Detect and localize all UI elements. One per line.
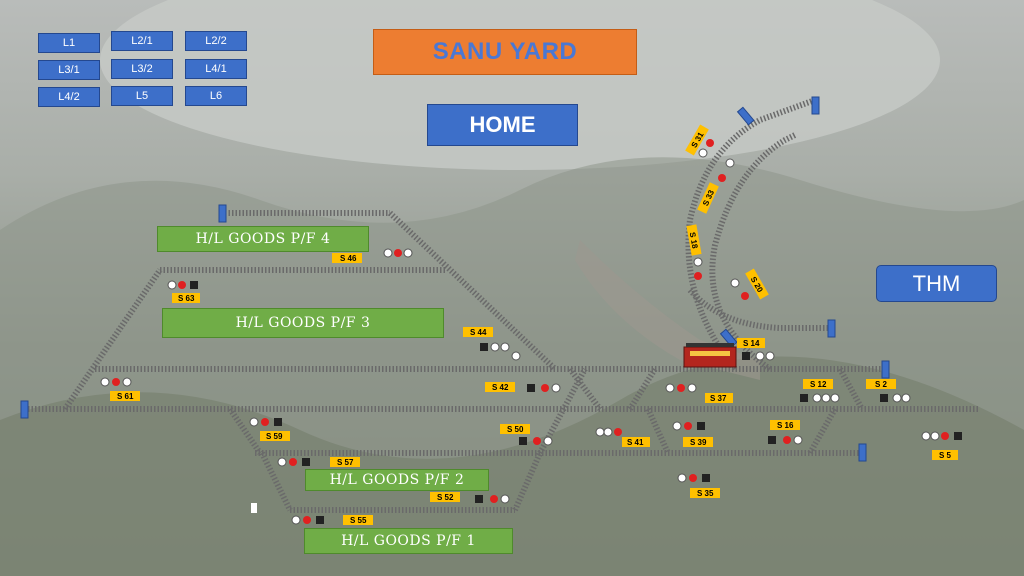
nav-button-l2-2[interactable]: L2/2 xyxy=(185,31,247,51)
signal-s44[interactable]: S 44 xyxy=(463,327,521,361)
nav-button-l3-1[interactable]: L3/1 xyxy=(38,60,100,80)
platform-1: H/L GOODS P/F 1 xyxy=(304,528,513,554)
nav-button-l2-1[interactable]: L2/1 xyxy=(111,31,173,51)
signal-s2[interactable]: S 2 xyxy=(866,379,911,403)
platform-3: H/L GOODS P/F 3 xyxy=(162,308,444,338)
nav-button-l4-2[interactable]: L4/2 xyxy=(38,87,100,107)
locomotive xyxy=(683,343,737,368)
svg-text:S 55: S 55 xyxy=(350,516,367,525)
signal-s41[interactable]: S 41 xyxy=(595,427,650,447)
signal-s61[interactable]: S 61 xyxy=(100,377,140,401)
nav-button-l1[interactable]: L1 xyxy=(38,33,100,53)
svg-text:S 57: S 57 xyxy=(337,458,354,467)
nav-button-l3-2[interactable]: L3/2 xyxy=(111,59,173,79)
signal-s31[interactable]: S 31 xyxy=(685,124,714,158)
signal-s59[interactable]: S 59 xyxy=(249,417,290,441)
platform-2: H/L GOODS P/F 2 xyxy=(305,469,489,491)
svg-text:S 18: S 18 xyxy=(688,231,700,249)
svg-text:S 5: S 5 xyxy=(939,451,952,460)
signal-s37[interactable]: S 37 xyxy=(665,383,733,403)
svg-text:S 63: S 63 xyxy=(178,294,195,303)
nav-button-l5[interactable]: L5 xyxy=(111,86,173,106)
svg-text:S 35: S 35 xyxy=(697,489,714,498)
svg-text:S 44: S 44 xyxy=(470,328,487,337)
signal-s35[interactable]: S 35 xyxy=(677,473,720,498)
svg-text:S 37: S 37 xyxy=(710,394,727,403)
signal-s39[interactable]: S 39 xyxy=(672,421,713,447)
svg-text:S 2: S 2 xyxy=(875,380,888,389)
thm-button[interactable]: THM xyxy=(876,265,997,302)
signal-s57[interactable]: S 57 xyxy=(277,457,360,467)
signal-s63[interactable]: S 63 xyxy=(167,280,200,303)
home-button[interactable]: HOME xyxy=(427,104,578,146)
svg-text:S 52: S 52 xyxy=(437,493,454,502)
platform-4: H/L GOODS P/F 4 xyxy=(157,226,369,252)
signal-s20[interactable]: S 20 xyxy=(730,268,769,300)
svg-text:S 42: S 42 xyxy=(492,383,509,392)
signal-s33[interactable]: S 33 xyxy=(697,158,735,214)
svg-text:S 12: S 12 xyxy=(810,380,827,389)
signal-s12[interactable]: S 12 xyxy=(800,379,840,403)
signal-s16[interactable]: S 16 xyxy=(768,420,803,445)
svg-text:S 16: S 16 xyxy=(777,421,794,430)
svg-text:S 41: S 41 xyxy=(627,438,644,447)
signal-s55[interactable]: S 55 xyxy=(291,515,373,525)
svg-text:S 39: S 39 xyxy=(690,438,707,447)
nav-button-l4-1[interactable]: L4/1 xyxy=(185,59,247,79)
signal-s5[interactable]: S 5 xyxy=(921,431,962,460)
svg-text:S 14: S 14 xyxy=(743,339,760,348)
marker xyxy=(251,503,257,513)
yard-title: SANU YARD xyxy=(373,29,637,75)
signal-s42[interactable]: S 42 xyxy=(485,382,561,393)
signal-s52[interactable]: S 52 xyxy=(430,492,510,504)
svg-text:S 61: S 61 xyxy=(117,392,134,401)
signal-s46[interactable]: S 46 xyxy=(332,248,413,263)
nav-button-l6[interactable]: L6 xyxy=(185,86,247,106)
signal-s18[interactable]: S 18 xyxy=(686,224,703,280)
svg-text:S 46: S 46 xyxy=(340,254,357,263)
svg-text:S 50: S 50 xyxy=(507,425,524,434)
signal-s14[interactable]: S 14 xyxy=(737,338,775,361)
svg-text:S 59: S 59 xyxy=(266,432,283,441)
signal-s50[interactable]: S 50 xyxy=(500,424,553,446)
